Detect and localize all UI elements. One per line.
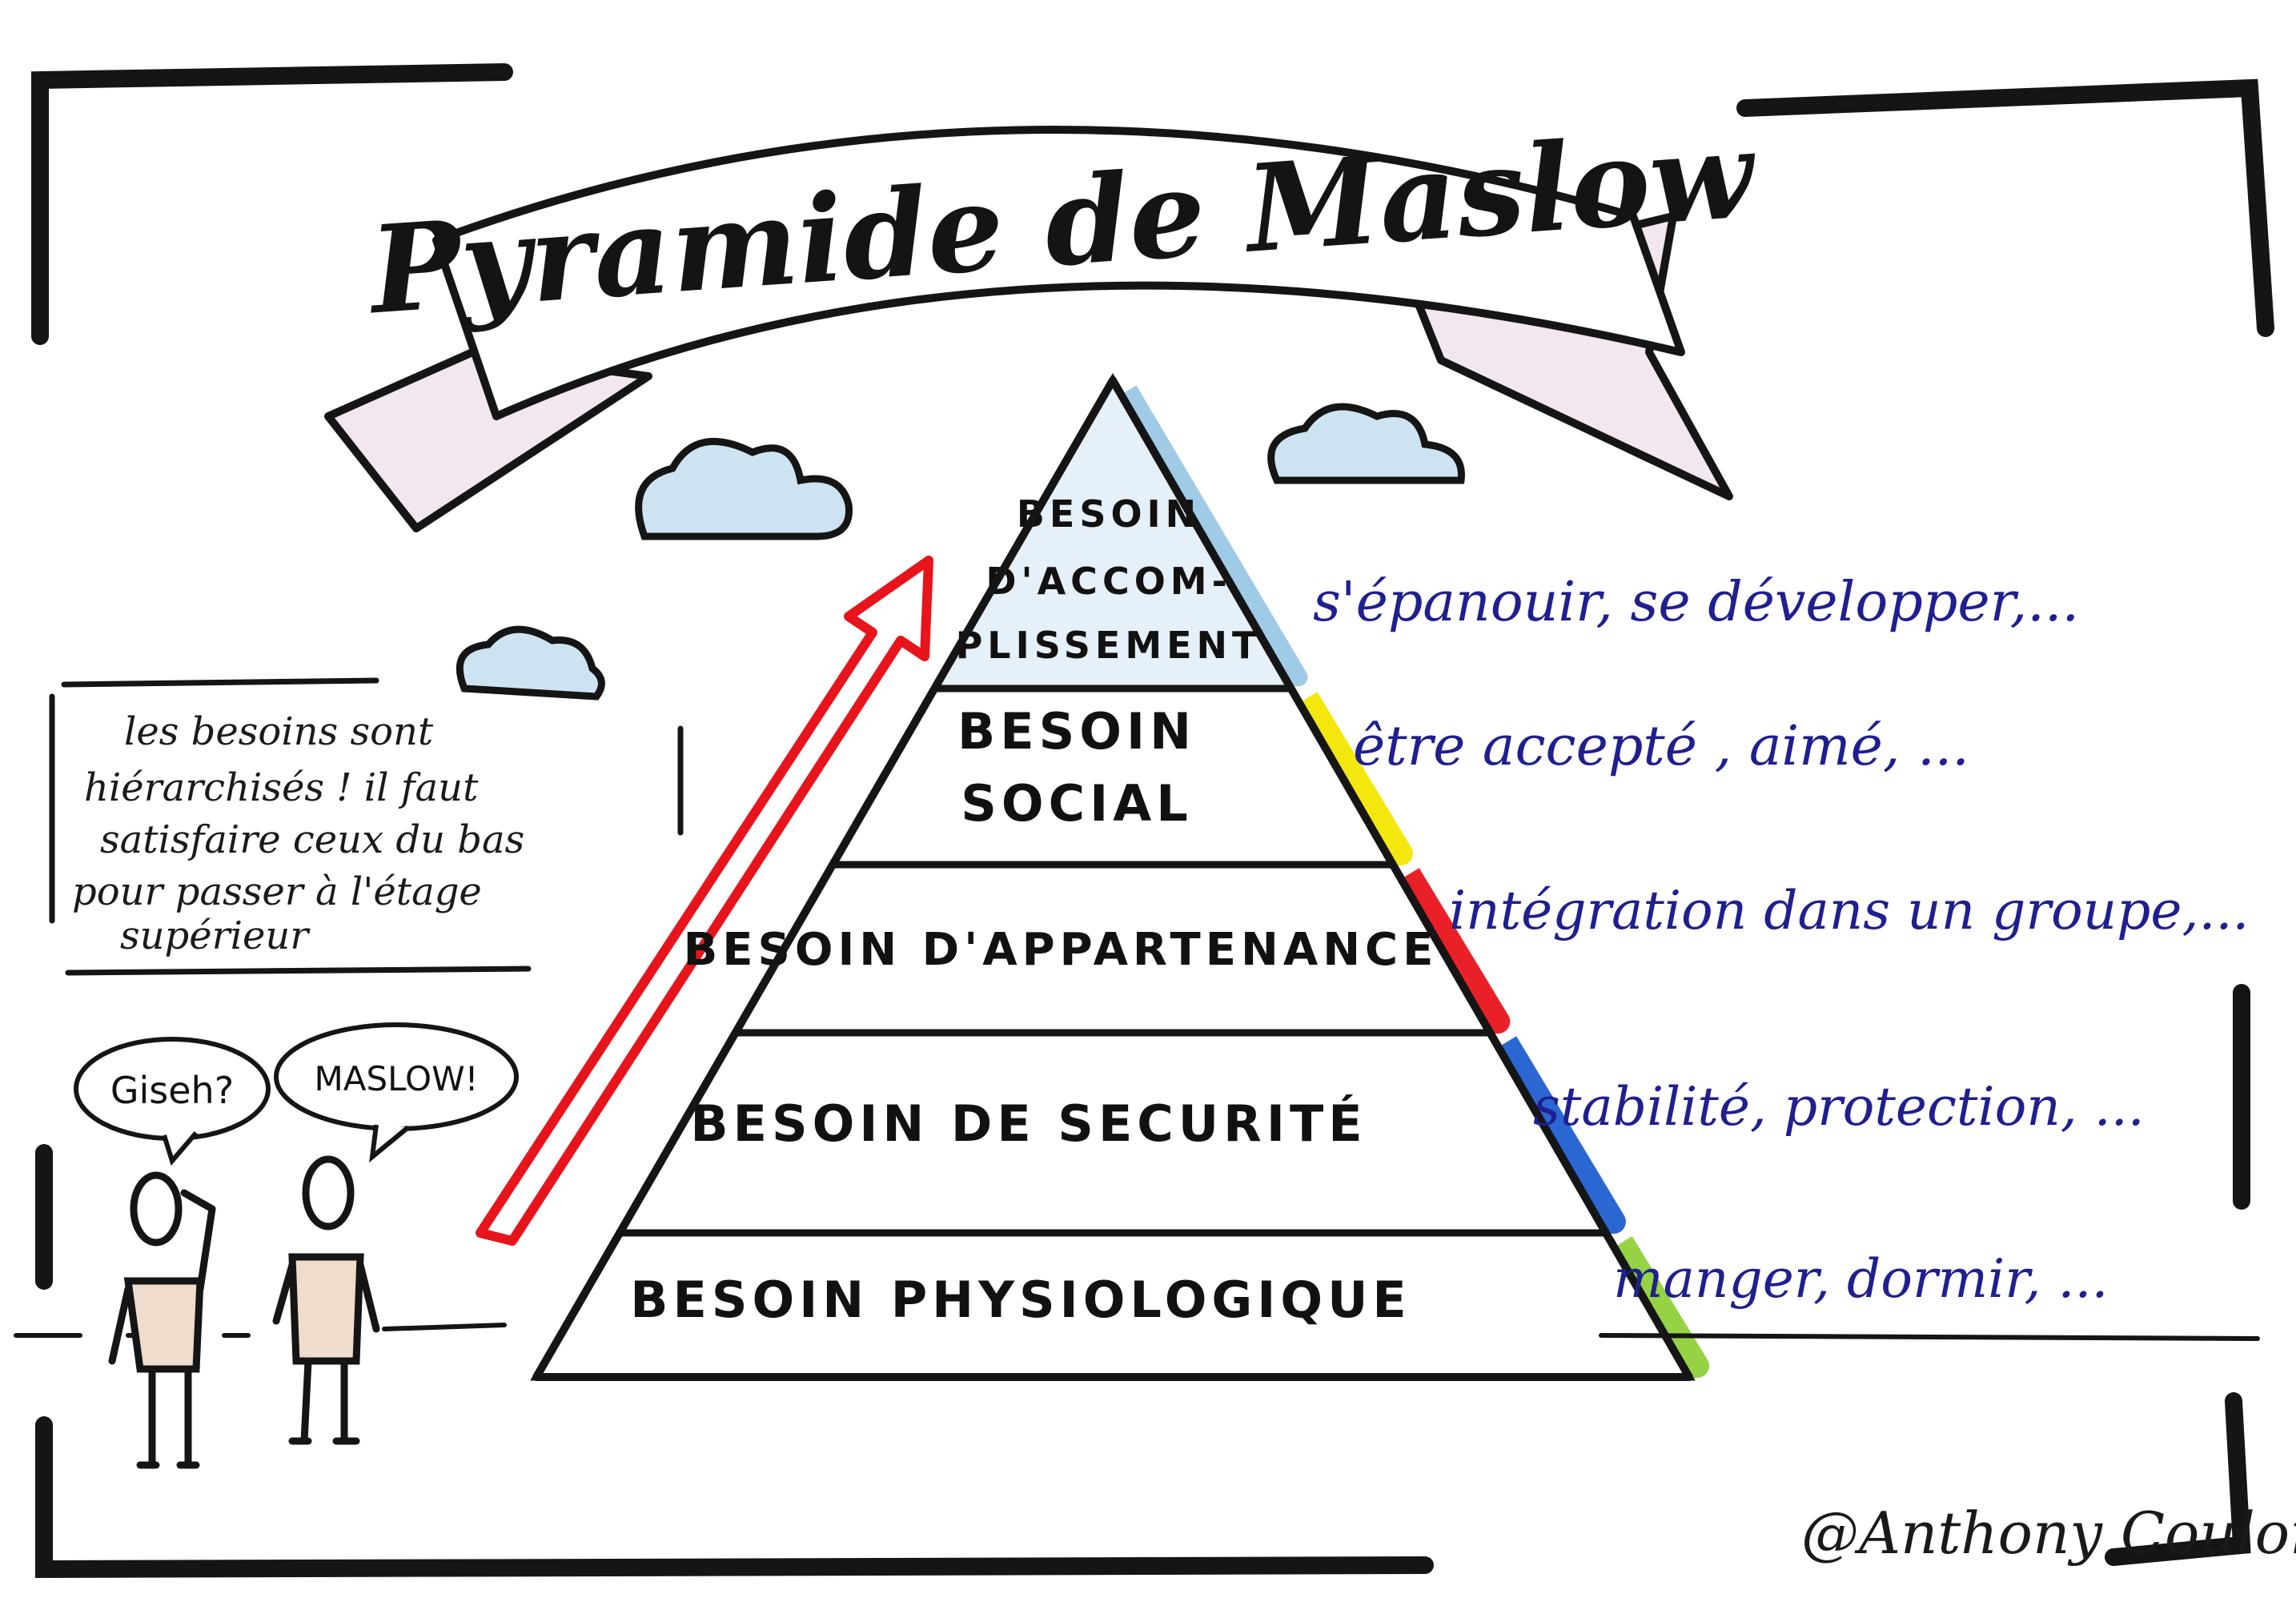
description-level-5: manger, dormir, ...: [1613, 1248, 2108, 1310]
cloud-icon: [456, 625, 605, 701]
note-box: les besoins sont hiérarchisés ! il faut …: [49, 677, 684, 976]
speech-bubble-icon: Giseh?: [74, 1037, 271, 1166]
speech-bubble-icon: MASLOW!: [274, 1022, 519, 1163]
note-line-1: les besoins sont: [124, 709, 434, 754]
note-line-5: supérieur: [120, 913, 311, 958]
upward-arrow-icon: [476, 556, 933, 1246]
frame-bottom-right: [2105, 1392, 2251, 1566]
pyramid-level-1-label: D'ACCOM-: [985, 560, 1231, 603]
description-level-4: stabilité, protection, ...: [1533, 1076, 2145, 1138]
description-level-3: intégration dans un groupe,...: [1449, 880, 2249, 942]
cloud-icon: [1267, 403, 1465, 484]
level-descriptions: s'épanouir, se développer,... être accep…: [1313, 571, 2249, 1310]
note-line-4: pour passer à l'étage: [72, 869, 482, 914]
frame: [31, 63, 2274, 1579]
pyramid-outline: [532, 376, 1693, 1381]
pyramid-level-5-label: BESOIN PHYSIOLOGIQUE: [630, 1271, 1411, 1329]
pyramid-level-1-label: PLISSEMENT: [956, 624, 1262, 667]
description-level-1: s'épanouir, se développer,...: [1313, 571, 2079, 634]
cloud-icon: [635, 437, 853, 540]
banner-body: [432, 126, 1685, 420]
pyramid: BESOIND'ACCOM-PLISSEMENTBESOINSOCIALBESO…: [530, 373, 1709, 1381]
description-level-2: être accepté , aimé, ...: [1353, 715, 1969, 778]
signature: @Anthony Coulon: [1801, 1500, 2296, 1567]
frame-top-left: [31, 63, 513, 345]
frame-top-right: [1736, 78, 2274, 337]
pyramid-level-2-label: BESOIN: [957, 702, 1196, 761]
bubble-right-text: MASLOW!: [315, 1059, 479, 1098]
pyramid-level-3-label: BESOIN D'APPARTENANCE: [684, 924, 1439, 976]
person-icon: [272, 1155, 380, 1445]
frame-bottom-left: [35, 1416, 1434, 1579]
pyramid-level-4-label: BESOIN DE SECURITÉ: [690, 1094, 1367, 1153]
person-icon: [108, 1171, 216, 1469]
note-line-3: satisfaire ceux du bas: [100, 817, 524, 862]
bubble-left-text: Giseh?: [110, 1069, 234, 1112]
pyramid-level-2-label: SOCIAL: [961, 774, 1192, 833]
note-line-2: hiérarchisés ! il faut: [84, 765, 479, 810]
title-banner: Pyramide de Maslow: [324, 104, 1762, 532]
